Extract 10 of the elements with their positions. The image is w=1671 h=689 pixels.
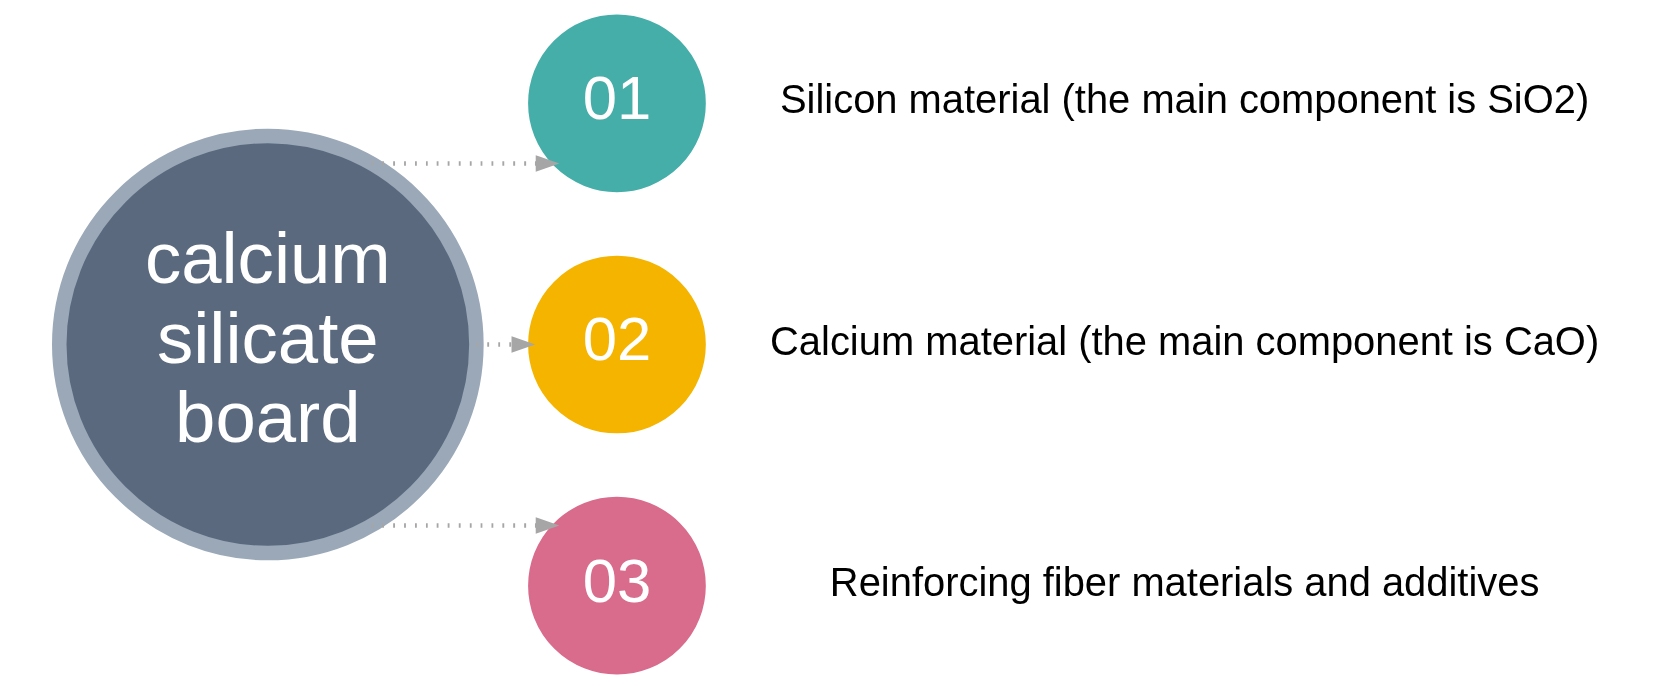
arrow [476, 336, 536, 353]
node-circle: 03 [528, 496, 706, 675]
node-label: Reinforcing fiber materials and additives [829, 559, 1540, 604]
node-circle: 02 [528, 255, 706, 434]
arrow [371, 155, 560, 172]
arrow [371, 517, 560, 534]
node-label: Silicon material (the main component is SiO2) [780, 77, 1590, 122]
node-label: Calcium material (the main component is CaO) [770, 318, 1600, 363]
node-circle: calcium silicate board [52, 128, 484, 561]
node-circle: 01 [528, 14, 706, 193]
